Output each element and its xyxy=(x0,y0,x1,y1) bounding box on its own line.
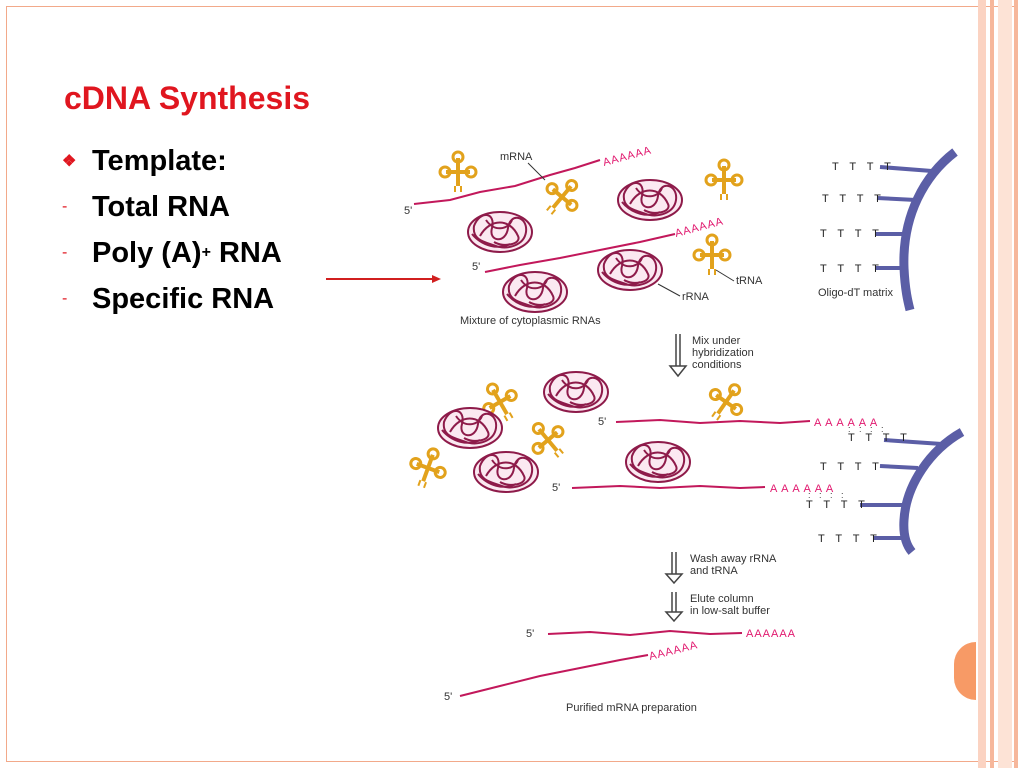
step-arrow-hybridize: Mix under hybridization conditions xyxy=(668,334,754,378)
mrna-strand xyxy=(459,654,649,697)
oligo-dt: T T T T xyxy=(820,461,883,473)
bullet-list: ❖ Template: - Total RNA - Poly (A) + RNA… xyxy=(62,138,282,322)
oligo-dt: T T T T xyxy=(822,193,885,205)
bullet-polya-rna: - Poly (A) + RNA xyxy=(62,230,282,276)
oligo-dt: T T T T xyxy=(848,432,911,444)
mrna-leader xyxy=(527,162,546,181)
trna-leader xyxy=(715,269,735,282)
base-pairing: : : : : xyxy=(848,424,887,434)
oligo-dt: T T T T xyxy=(818,533,881,545)
rrna-molecule xyxy=(467,211,533,253)
diamond-bullet-icon: ❖ xyxy=(62,153,77,170)
rrna-molecule xyxy=(543,371,609,413)
bullet-template: ❖ Template: xyxy=(62,138,282,184)
trna-molecule xyxy=(692,233,732,277)
trna-molecule xyxy=(704,158,744,202)
step3-text: in low-salt buffer xyxy=(690,605,770,617)
oligo-matrix-bead xyxy=(899,148,958,312)
purified-caption: Purified mRNA preparation xyxy=(566,702,697,714)
step2-text: Wash away rRNA xyxy=(690,553,777,565)
base-pairing: : : : : xyxy=(808,490,847,500)
polya-tail: AAAAAA xyxy=(746,628,796,640)
step-arrow-elute: Elute column in low-salt buffer xyxy=(664,592,770,623)
right-stripe-1 xyxy=(978,0,986,768)
five-prime-label: 5' xyxy=(472,261,480,273)
mrna-strand xyxy=(547,629,743,637)
rrna-molecule xyxy=(473,451,539,493)
five-prime-label: 5' xyxy=(526,628,534,640)
rrna-label: rRNA xyxy=(682,291,710,303)
polya-tail: AAAAAA xyxy=(602,144,653,169)
oligo-matrix-label: Oligo-dT matrix xyxy=(818,287,893,299)
rrna-molecule xyxy=(502,271,568,313)
five-prime-label: 5' xyxy=(404,205,412,217)
step2-text: and tRNA xyxy=(690,565,738,577)
bullet-text: Total RNA xyxy=(92,190,231,223)
bullet-text: Template: xyxy=(92,144,227,177)
oligo-dt: T T T T xyxy=(820,228,883,240)
rrna-molecule xyxy=(617,179,683,221)
pointer-arrow xyxy=(326,275,441,283)
rrna-leader xyxy=(657,283,681,297)
polya-tail: AAAAAA xyxy=(648,639,699,663)
dash-bullet: - xyxy=(62,244,68,261)
mrna-strand xyxy=(484,233,676,273)
mrna-label: mRNA xyxy=(500,151,533,163)
step3-text: Elute column xyxy=(690,593,754,605)
oligo-dt: T T T T xyxy=(832,161,895,173)
dash-bullet: - xyxy=(62,290,68,307)
step-arrow-wash: Wash away rRNA and tRNA xyxy=(664,552,777,585)
rrna-molecule xyxy=(437,407,503,449)
hybridized-panel: 5' 5' A A A A A A A A A A A A : : : : : … xyxy=(402,371,965,555)
polya-tail: AAAAAA xyxy=(674,215,725,240)
bullet-specific-rna: - Specific RNA xyxy=(62,276,282,322)
purified-panel: 5' AAAAAA 5' AAAAAA Purified mRNA prepar… xyxy=(444,628,796,714)
five-prime-label: 5' xyxy=(552,482,560,494)
mrna-strand xyxy=(571,484,766,490)
rrna-molecule xyxy=(597,249,663,291)
bullet-total-rna: - Total RNA xyxy=(62,184,282,230)
right-stripe-2 xyxy=(990,0,994,768)
trna-molecule xyxy=(438,150,478,194)
right-stripe-3 xyxy=(998,0,1012,768)
trna-label: tRNA xyxy=(736,275,763,287)
bullet-suffix: RNA xyxy=(210,236,282,269)
right-stripe-4 xyxy=(1014,0,1018,768)
bullet-text: Poly (A) xyxy=(92,236,202,269)
mixture-panel: AAAAAA AAAAAA 5' 5' mRNA tRNA rRNA Mixtu… xyxy=(404,144,958,327)
step1-text: Mix under xyxy=(692,335,741,347)
mrna-strand xyxy=(615,418,811,425)
right-tab xyxy=(954,642,976,700)
bullet-text: Specific RNA xyxy=(92,282,275,315)
step1-text: hybridization xyxy=(692,347,754,359)
mrna-strand xyxy=(413,159,601,205)
five-prime-label: 5' xyxy=(444,691,452,703)
mixture-caption: Mixture of cytoplasmic RNAs xyxy=(460,315,601,327)
oligo-dt: T T T T xyxy=(806,499,869,511)
trna-molecule xyxy=(402,441,454,495)
polya-tail: A A A A A A xyxy=(814,417,878,429)
step1-text: conditions xyxy=(692,359,742,371)
rrna-molecule xyxy=(625,441,691,483)
oligo-dt: T T T T xyxy=(820,263,883,275)
bullet-superscript: + xyxy=(201,244,211,261)
five-prime-label: 5' xyxy=(598,416,606,428)
oligo-matrix-bead xyxy=(899,428,965,555)
polya-tail: A A A A A A xyxy=(770,483,834,495)
slide-title: cDNA Synthesis xyxy=(64,80,310,116)
dash-bullet: - xyxy=(62,198,68,215)
